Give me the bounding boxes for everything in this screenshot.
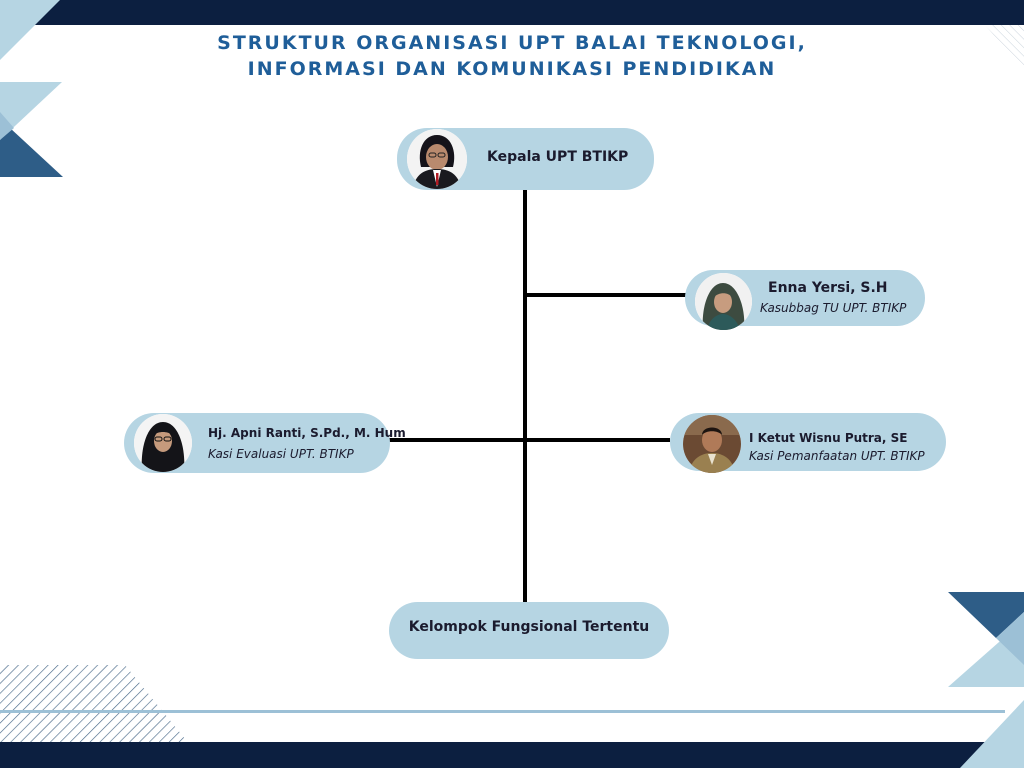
top-band [0,0,1024,25]
left-chevron-light [0,82,62,140]
person-photo-icon [407,129,467,189]
person-photo-icon [683,415,741,473]
kepala-title: Kepala UPT BTIKP [487,149,629,165]
pemanfaatan-name: I Ketut Wisnu Putra, SE [749,431,908,445]
person-photo-icon [695,273,752,330]
fungsional-title: Kelompok Fungsional Tertentu [408,619,650,635]
pemanfaatan-role: Kasi Pemanfaatan UPT. BTIKP [749,449,925,463]
evaluasi-avatar [134,414,192,472]
node-kelompok-fungsional [389,602,669,659]
tu-avatar [695,273,752,330]
right-chevron-dark [948,592,1024,638]
page-title-line-2: INFORMASI DAN KOMUNIKASI PENDIDIKAN [247,58,777,80]
bottom-band [0,742,1024,768]
tu-name: Enna Yersi, S.H [768,280,888,296]
left-chevron-dark [0,128,63,177]
bottom-left-hatch [0,665,190,745]
pemanfaatan-avatar [683,415,741,473]
evaluasi-role: Kasi Evaluasi UPT. BTIKP [208,447,354,461]
evaluasi-name: Hj. Apni Ranti, S.Pd., M. Hum [208,426,406,440]
connector-vertical [523,190,527,602]
page-title-line-1: STRUKTUR ORGANISASI UPT BALAI TEKNOLOGI, [217,32,807,54]
tu-role: Kasubbag TU UPT. BTIKP [760,301,907,315]
top-left-corner-shape [0,0,60,60]
person-photo-icon [134,414,192,472]
connector-to-kasi [388,438,670,442]
connector-to-tu [525,293,687,297]
kepala-avatar [407,129,467,189]
